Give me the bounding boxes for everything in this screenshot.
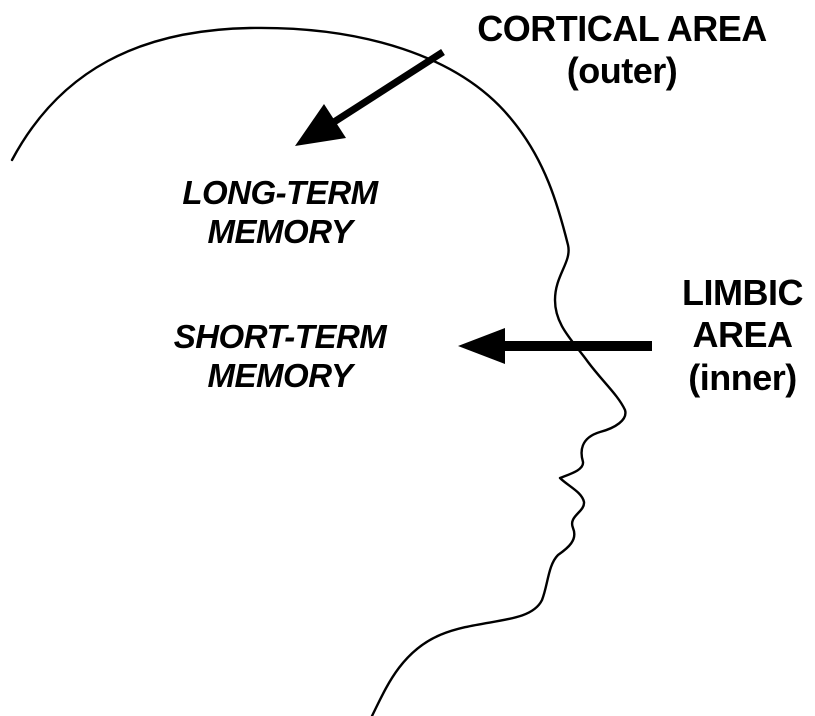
short-term-memory-line2: MEMORY (130, 357, 430, 396)
limbic-area-title-line1: LIMBIC (670, 272, 815, 314)
cortical-arrowhead (295, 104, 346, 146)
limbic-area-subtitle: (inner) (670, 357, 815, 399)
limbic-arrowhead (458, 328, 505, 364)
cortical-arrow-shaft (334, 52, 443, 122)
long-term-memory-line1: LONG-TERM (140, 174, 420, 213)
long-term-memory-line2: MEMORY (140, 213, 420, 252)
long-term-memory-label: LONG-TERM MEMORY (140, 174, 420, 252)
short-term-memory-line1: SHORT-TERM (130, 318, 430, 357)
cortical-area-label: CORTICAL AREA (outer) (452, 8, 792, 93)
limbic-area-title-line2: AREA (670, 314, 815, 356)
limbic-area-label: LIMBIC AREA (inner) (670, 272, 815, 399)
short-term-memory-label: SHORT-TERM MEMORY (130, 318, 430, 396)
cortical-area-subtitle: (outer) (452, 50, 792, 92)
cortical-area-title: CORTICAL AREA (452, 8, 792, 50)
